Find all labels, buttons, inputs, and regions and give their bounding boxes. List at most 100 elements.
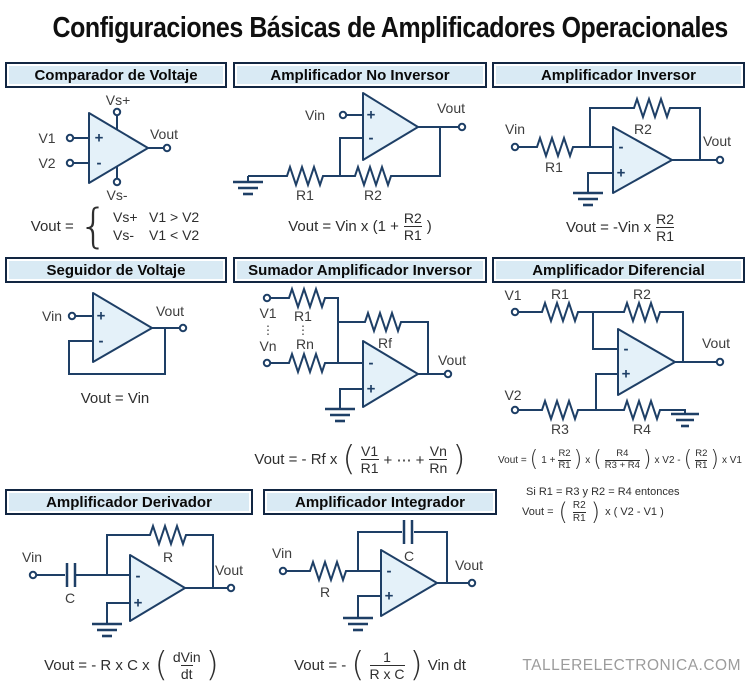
terminal-vout bbox=[162, 143, 172, 153]
fraction-r2-r1: R2 R1 bbox=[572, 500, 586, 524]
fraction-r2-r1: R2 R1 bbox=[558, 448, 571, 472]
formula-pre: Vout = - bbox=[294, 657, 347, 675]
terminal-vs-minus bbox=[112, 177, 122, 187]
close-paren: ) bbox=[642, 447, 652, 473]
resistor-r2 bbox=[348, 163, 398, 189]
ground-symbol bbox=[233, 180, 263, 196]
formula-diferencial-simplified: Vout = ( R2 R1 ) x ( V2 - V1 ) bbox=[490, 500, 750, 524]
condition-text: Si R1 = R3 y R2 = R4 entonces bbox=[526, 486, 680, 498]
fraction-r2-r1: R2 R1 bbox=[656, 211, 675, 245]
fraction-denominator: R1 bbox=[695, 459, 708, 471]
label-r1: R1 bbox=[545, 159, 563, 175]
fraction-denominator: R1 bbox=[656, 227, 675, 245]
plus-input-sign: + bbox=[95, 130, 104, 147]
terminal-v1 bbox=[510, 307, 520, 317]
wires bbox=[36, 534, 228, 624]
terminal-v2 bbox=[65, 158, 75, 168]
close-paren: ) bbox=[409, 645, 423, 686]
terminal-vout bbox=[226, 583, 236, 593]
resistor-r1 bbox=[280, 163, 330, 189]
case-row: Vs- V1 < V2 bbox=[113, 227, 199, 243]
case-value: Vs- bbox=[113, 227, 135, 244]
resistor-r1 bbox=[530, 134, 580, 160]
circuit-inversor: Vin R1 R2 Vout - + bbox=[505, 95, 731, 207]
close-paren: ) bbox=[452, 439, 466, 480]
minus-input-sign: - bbox=[624, 341, 629, 358]
wires bbox=[518, 311, 717, 414]
circuit-derivador: Vin C R Vout - + bbox=[22, 522, 243, 638]
formula-sumador: Vout = - Rf x ( V1 R1 + ⋯ + Vn Rn ) bbox=[230, 439, 490, 480]
formula-pre: Vout = bbox=[522, 506, 554, 518]
panel-integrador: Amplificador Integrador bbox=[263, 489, 497, 689]
minus-input-sign: - bbox=[369, 130, 374, 147]
resistor-r1 bbox=[282, 285, 332, 311]
terminal-v2 bbox=[510, 405, 520, 415]
terminal-v1 bbox=[65, 133, 75, 143]
label-vin: Vin bbox=[22, 549, 42, 565]
plus-input-sign: + bbox=[385, 588, 394, 605]
label-r2: R2 bbox=[634, 121, 652, 137]
label-vin: Vin bbox=[505, 121, 525, 137]
label-r: R bbox=[163, 549, 173, 565]
opamp-triangle bbox=[362, 92, 419, 161]
formula-pre: Vout = Vin x (1 + bbox=[288, 218, 399, 236]
formula-no-inversor: Vout = Vin x (1 + R2 R1 ) bbox=[230, 210, 490, 243]
terminal-vn bbox=[262, 358, 272, 368]
label-v1: V1 bbox=[259, 305, 276, 321]
label-r3: R3 bbox=[551, 421, 569, 437]
minus-input-sign: - bbox=[99, 333, 104, 350]
circuit-diferencial: V1 R1 R2 Vout V2 R3 R4 - + bbox=[504, 286, 730, 437]
formula-post: ) bbox=[426, 218, 432, 236]
plus-input-sign: + bbox=[367, 107, 376, 124]
circuit-integrador: Vin R C Vout - + bbox=[272, 520, 483, 632]
terminal-v1 bbox=[262, 293, 272, 303]
close-paren: ) bbox=[205, 645, 219, 686]
terminal-vout bbox=[467, 578, 477, 588]
terminal-vin bbox=[338, 110, 348, 120]
opamp-triangle bbox=[129, 554, 186, 622]
label-vn: Vn bbox=[259, 338, 276, 354]
plus-input-sign: + bbox=[367, 381, 376, 398]
fraction-denominator: R3 + R4 bbox=[604, 459, 640, 471]
fraction-r2-r1: R2 R1 bbox=[695, 448, 708, 472]
resistor-r3 bbox=[535, 397, 585, 423]
opamp-triangle bbox=[362, 340, 419, 408]
label-vout: Vout bbox=[455, 557, 483, 573]
formula-pre: Vout = - R x C x bbox=[44, 657, 150, 675]
circuit-no-inversor: Vin Vout R1 R2 + - bbox=[233, 92, 467, 203]
open-paren: ( bbox=[558, 497, 568, 526]
fraction-v1-r1: V1 R1 bbox=[360, 443, 379, 476]
fraction-r2-r1: R2 R1 bbox=[403, 210, 422, 244]
circuit-seguidor: Vin Vout + - bbox=[42, 292, 188, 375]
resistor-r2 bbox=[627, 95, 677, 121]
ground-symbol bbox=[573, 191, 603, 207]
label-v1: V1 bbox=[504, 287, 521, 303]
terminal-vs-plus bbox=[112, 107, 122, 117]
resistor-rf bbox=[358, 309, 408, 335]
wires bbox=[73, 115, 164, 179]
label-vout: Vout bbox=[215, 562, 243, 578]
plus-input-sign: + bbox=[617, 165, 626, 182]
panel-header-no-inversor: Amplificador No Inversor bbox=[233, 62, 487, 88]
fraction-denominator: R1 bbox=[403, 226, 422, 244]
label-vout: Vout bbox=[703, 133, 731, 149]
wires bbox=[68, 315, 180, 375]
wires bbox=[247, 114, 459, 182]
label-vs-minus: Vs- bbox=[107, 187, 128, 203]
label-r: R bbox=[320, 584, 330, 600]
label-r2: R2 bbox=[633, 286, 651, 302]
case-condition: V1 < V2 bbox=[149, 227, 200, 244]
open-paren: ( bbox=[593, 447, 602, 473]
times-v2-minus: x V2 - bbox=[654, 454, 681, 466]
formula-diferencial-general: Vout = ( 1 + R2 R1 ) x ( R4 R3 + R4 ) x … bbox=[490, 447, 750, 473]
ellipsis-inputs: ⋮ bbox=[262, 323, 274, 337]
ground-symbol bbox=[325, 407, 355, 423]
formula-diferencial-condition: Si R1 = R3 y R2 = R4 entonces bbox=[490, 486, 750, 498]
label-vout: Vout bbox=[156, 303, 184, 319]
fraction-r4-r3r4: R4 R3 + R4 bbox=[604, 448, 640, 472]
label-c: C bbox=[65, 590, 75, 606]
label-r1: R1 bbox=[294, 308, 312, 324]
case-condition: V1 > V2 bbox=[149, 209, 200, 226]
formula-mid: + ⋯ + bbox=[383, 451, 425, 469]
